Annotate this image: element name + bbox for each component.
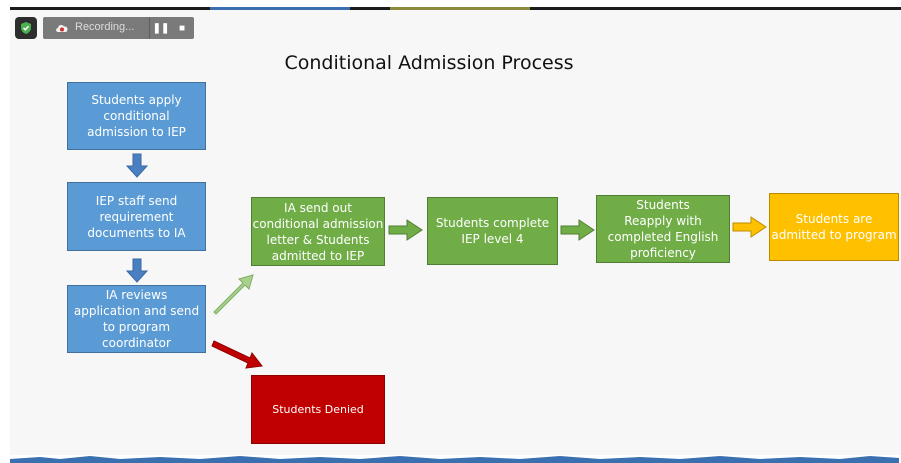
slide-bottom-edge xyxy=(10,456,899,463)
step-denied-box: Students Denied xyxy=(251,375,385,444)
security-shield-icon[interactable] xyxy=(15,17,37,39)
arrow-down-right-icon xyxy=(211,340,263,369)
arrow-up-right-icon xyxy=(213,274,254,315)
step-complete-iep-box: Students complete IEP level 4 xyxy=(427,197,558,265)
step-apply-box: Students apply conditional admission to … xyxy=(67,82,206,150)
step-iep-staff-box: IEP staff send requirement documents to … xyxy=(67,182,206,251)
arrow-down-1-icon xyxy=(125,153,149,178)
step-ia-send-out-box: IA send out conditional admission letter… xyxy=(251,197,385,266)
arrow-right-1-icon xyxy=(388,219,423,241)
recording-toolbar: Recording... ❚❚ ■ xyxy=(43,17,194,39)
slide-title: Conditional Admission Process xyxy=(284,52,574,74)
arrow-right-2-icon xyxy=(560,219,595,241)
recording-cloud-icon xyxy=(55,22,69,37)
recording-status-label: Recording... xyxy=(75,21,135,33)
pause-recording-button[interactable]: ❚❚ xyxy=(151,17,171,39)
arrow-down-2-icon xyxy=(125,258,149,283)
screen-top-edge xyxy=(10,7,901,10)
step-ia-reviews-box: IA reviews application and send to progr… xyxy=(67,285,206,353)
step-reapply-box: Students Reapply with completed English … xyxy=(596,195,730,263)
toolbar-divider xyxy=(149,17,150,39)
stop-recording-button[interactable]: ■ xyxy=(172,17,192,39)
step-admitted-box: Students are admitted to program xyxy=(769,193,899,261)
pause-icon: ❚❚ xyxy=(152,22,170,34)
arrow-right-3-icon xyxy=(732,216,767,238)
stop-icon: ■ xyxy=(178,22,186,34)
